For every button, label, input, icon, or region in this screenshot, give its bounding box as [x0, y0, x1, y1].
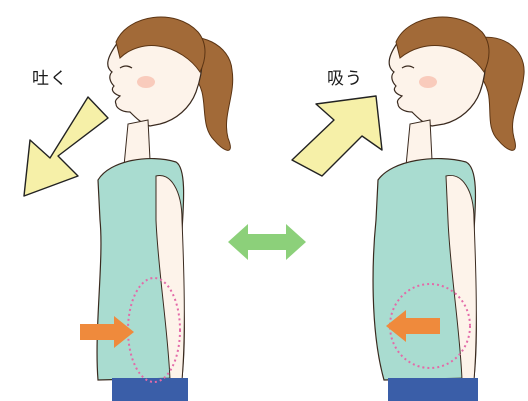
exhale-cheek	[137, 76, 155, 88]
inhale-cheek	[419, 76, 437, 88]
swap-arrow-icon	[228, 224, 306, 260]
exhale-arrow-icon	[24, 97, 108, 196]
inhale-label: 吸う	[327, 64, 363, 89]
exhale-label: 吐く	[32, 64, 68, 89]
inhale-arrow-icon	[292, 96, 382, 176]
inhale-skirt	[388, 378, 478, 401]
